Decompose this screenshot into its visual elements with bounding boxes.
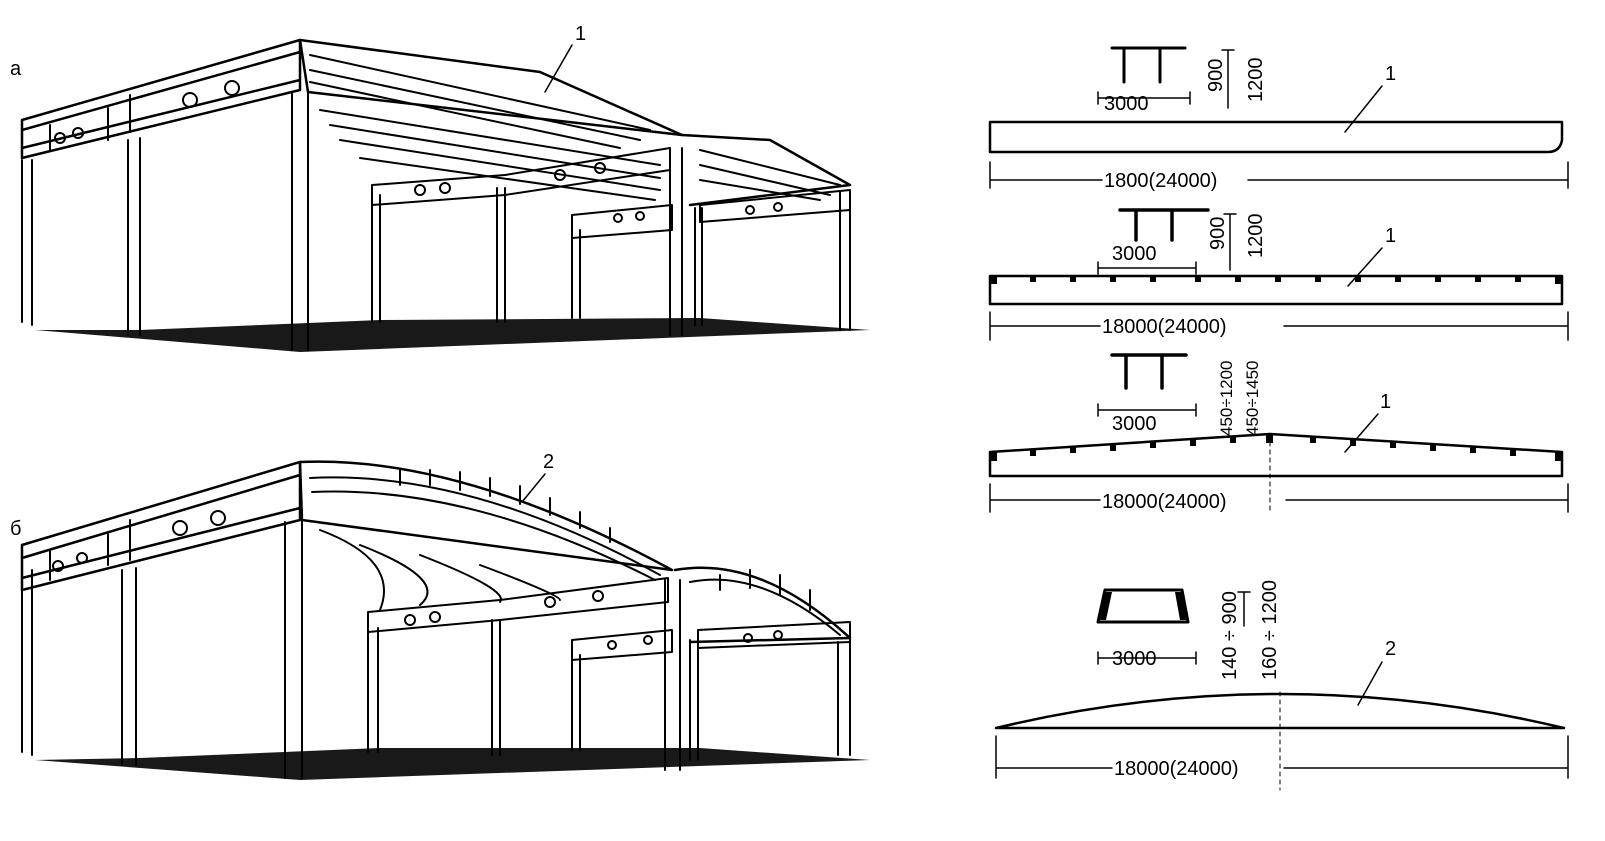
section-2-callout: 1 [1385, 225, 1396, 247]
panel-b-label: б [10, 518, 21, 540]
column-5 [571, 229, 581, 319]
section-2-dims [1097, 213, 1237, 275]
section-3-span-line [989, 483, 1569, 513]
ground-shadow [35, 748, 870, 780]
rear-girder-2 [571, 629, 673, 661]
section-3-callout: 1 [1380, 391, 1391, 413]
column-7 [689, 639, 699, 761]
section-3-height-a: 450÷1200 [1217, 360, 1236, 436]
trough-profile-walls [1100, 592, 1186, 620]
column-6 [664, 579, 681, 771]
column-1 [127, 137, 141, 336]
rear-girder-1 [367, 577, 669, 633]
section-1: 3000 900 1200 1 1800(24000) [988, 46, 1569, 192]
column-4 [491, 619, 501, 756]
section-1-span-line [989, 161, 1569, 189]
section-2-height-b: 1200 [1245, 214, 1267, 259]
section-1-height-a: 900 [1205, 59, 1227, 92]
section-2-height-a: 900 [1207, 217, 1229, 250]
panel-a-callout: 1 [575, 23, 586, 45]
panel-a-leader [544, 44, 573, 93]
section-4-callout: 2 [1385, 638, 1396, 660]
front-girder [20, 460, 302, 592]
section-1-span: 1800(24000) [1104, 170, 1217, 192]
section-2-span-line [989, 311, 1569, 341]
section-3: 3000 450÷1200 450÷1450 1 18000(24000) [988, 353, 1569, 513]
tt-profile-icon [1110, 46, 1187, 84]
section-1-leader [1344, 85, 1383, 133]
slab-arched [994, 692, 1566, 730]
section-4-width: 3000 [1112, 648, 1157, 670]
section-2-leader [1347, 247, 1383, 287]
rear-girder-2 [571, 204, 673, 239]
section-4-leader [1357, 661, 1383, 706]
column-5 [571, 654, 581, 751]
section-2-span: 18000(24000) [1102, 316, 1227, 338]
front-girder [20, 38, 302, 160]
section-4: 3000 140 ÷ 900 160 ÷ 1200 2 18000(24000) [994, 580, 1569, 791]
section-1-height-b: 1200 [1245, 58, 1267, 103]
rear-girder-1 [371, 147, 671, 206]
section-4-dims [1097, 591, 1251, 665]
ground-shadow [35, 318, 870, 352]
section-1-callout: 1 [1385, 63, 1396, 85]
section-3-leader [1344, 413, 1379, 453]
section-2-width: 3000 [1112, 243, 1157, 265]
section-1-width: 3000 [1104, 93, 1149, 115]
section-4-height-a: 140 ÷ 900 [1219, 591, 1241, 680]
column-8 [837, 641, 851, 756]
slab-ribs [990, 276, 1562, 284]
rear-girder-3 [699, 189, 851, 223]
tt-profile-icon [1118, 208, 1210, 242]
section-3-dims [1097, 403, 1197, 417]
section-4-span-line [995, 735, 1569, 779]
section-1-dims [1097, 49, 1235, 109]
slab-flat [988, 120, 1564, 154]
section-3-width: 3000 [1112, 413, 1157, 435]
left-wall [21, 159, 33, 326]
trough-profile-icon [1096, 588, 1190, 624]
column-2 [291, 89, 309, 351]
rear-girder-3 [697, 621, 851, 649]
panel-a-label: а [10, 58, 22, 80]
roof-b-rear [673, 566, 852, 644]
column-3 [371, 194, 381, 323]
column-7 [694, 207, 703, 326]
column-3 [367, 627, 379, 753]
column-8 [839, 191, 851, 331]
panel-b-callout: 2 [543, 451, 554, 473]
section-2: 3000 900 1200 1 18000(24000) [988, 208, 1569, 341]
panel-b-leader [521, 473, 546, 503]
tt-profile-icon [1110, 353, 1188, 390]
building-drawing-a [20, 38, 870, 352]
section-4-height-b: 160 ÷ 1200 [1259, 580, 1281, 680]
column-1 [121, 567, 137, 766]
section-4-span: 18000(24000) [1114, 758, 1239, 780]
left-wall [21, 569, 33, 756]
column-6 [669, 147, 683, 336]
roof-b [298, 460, 674, 572]
section-3-span: 18000(24000) [1102, 491, 1227, 513]
column-4 [496, 187, 506, 323]
column-2 [284, 519, 303, 779]
section-3-height-b: 450÷1450 [1243, 360, 1262, 436]
roof-a-rear [680, 133, 852, 207]
slab-ribbed [988, 274, 1564, 306]
building-drawing-b [20, 460, 870, 780]
slab-pitched [988, 432, 1564, 478]
